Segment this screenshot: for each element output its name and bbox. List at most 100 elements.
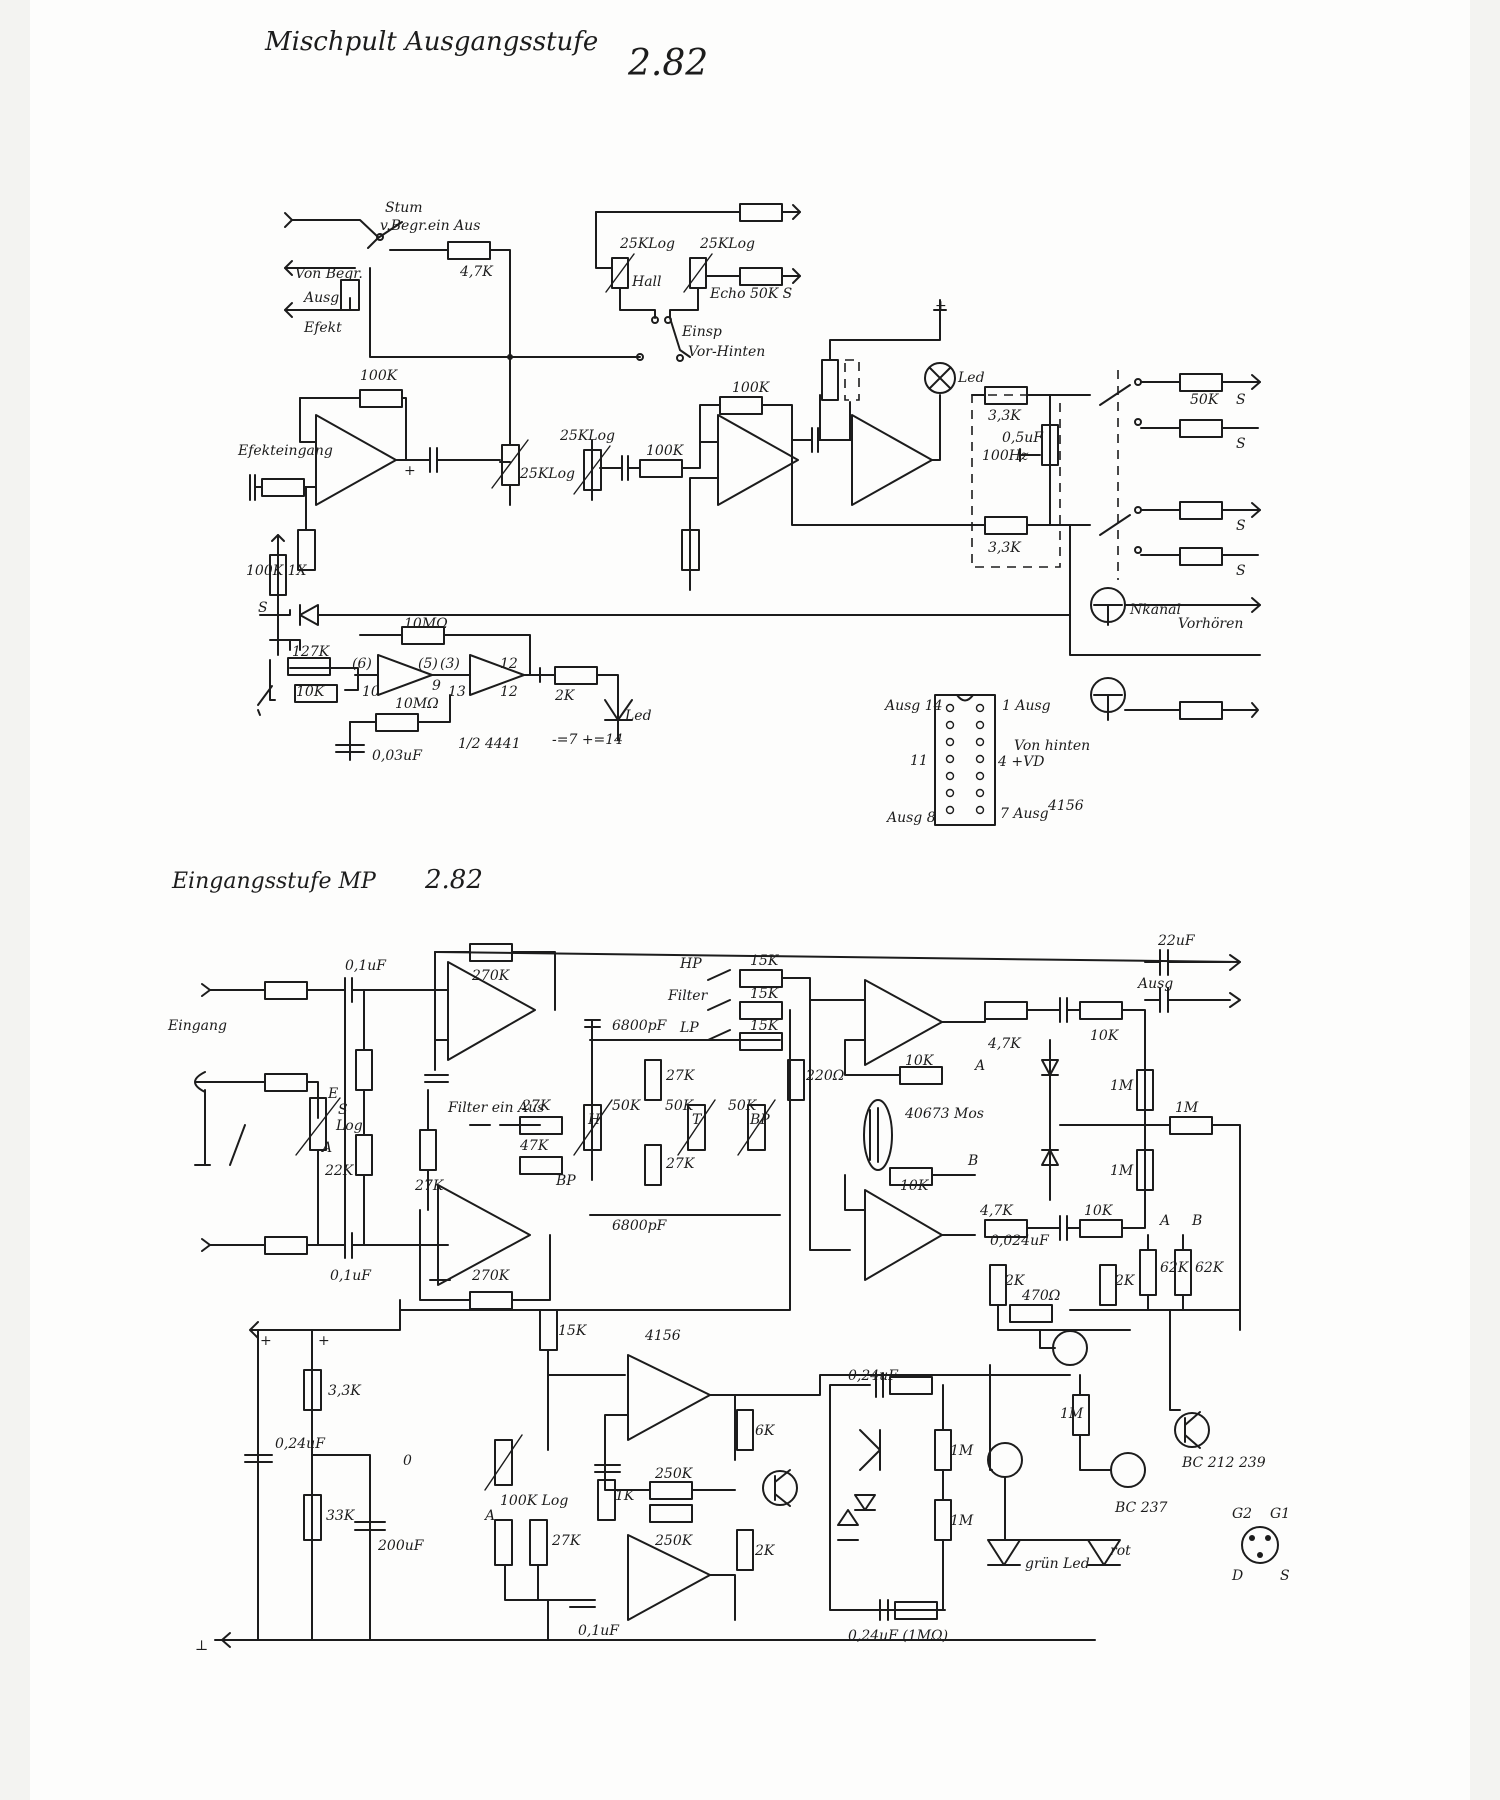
label-c200uf: 200uF bbox=[377, 1538, 425, 1554]
ic-pin-left-1 bbox=[945, 703, 955, 713]
label-pot25klog-a: 25KLog bbox=[619, 236, 675, 252]
label-d: D bbox=[1231, 1568, 1243, 1584]
label-r22k: 22K bbox=[324, 1163, 355, 1179]
top-date: 2.82 bbox=[627, 43, 708, 84]
label-c100hz: 100Hz bbox=[982, 448, 1029, 464]
label-r220: 220Ω bbox=[805, 1068, 845, 1084]
ic-pin-right-4 bbox=[975, 754, 985, 764]
label-nkanal: Nkanal bbox=[1129, 602, 1181, 618]
label-r100k-c: 100K bbox=[732, 380, 771, 396]
label-pin6: (6) bbox=[352, 656, 372, 672]
label-pin13: 13 bbox=[448, 684, 466, 700]
label-r33k: 3,3K bbox=[328, 1383, 362, 1399]
label-pin11: 11 bbox=[910, 753, 928, 769]
ic-pin-right-5 bbox=[975, 771, 985, 781]
label-r250k-b: 250K bbox=[654, 1533, 694, 1549]
label-ausg1: 1 Ausg bbox=[1002, 698, 1051, 714]
label-r270k-a: 270K bbox=[471, 968, 511, 984]
label-pot25klog-c: 25KLog bbox=[519, 466, 575, 482]
output-stage-schematic: Stum v.Begr.ein Aus 4,7K Von Begr. Ausg … bbox=[237, 200, 1261, 826]
label-r470: 470Ω bbox=[1021, 1288, 1061, 1304]
label-r1m-a: 1M bbox=[1110, 1078, 1134, 1094]
label-h: H bbox=[587, 1112, 601, 1128]
label-r47k: 4,7K bbox=[459, 264, 494, 280]
label-ground: ⊥ bbox=[195, 1638, 208, 1654]
label-ic4156-b: 4156 bbox=[644, 1328, 681, 1344]
label-c22uf: 22uF bbox=[1157, 933, 1196, 949]
label-c003uf: 0,03uF bbox=[372, 748, 423, 764]
paper-sheet bbox=[30, 0, 1470, 1800]
label-a2: A bbox=[973, 1058, 985, 1074]
label-c05uf: 0,5uF bbox=[1002, 430, 1044, 446]
bottom-title: Eingangsstufe MP bbox=[171, 869, 377, 894]
label-efekt: Efekt bbox=[303, 320, 342, 336]
ic-pin-left-4 bbox=[945, 754, 955, 764]
label-r270k-b: 270K bbox=[471, 1268, 511, 1284]
label-r33k2: 33K bbox=[326, 1508, 356, 1524]
ic-pin-left-5 bbox=[945, 771, 955, 781]
label-vonbegr: Von Begr. bbox=[295, 266, 363, 282]
label-c0024uf: 0,024uF bbox=[990, 1233, 1050, 1249]
label-plus-a: + bbox=[404, 463, 416, 479]
label-r10k-b: 10K bbox=[900, 1178, 930, 1194]
label-r127k: 127K bbox=[292, 644, 331, 660]
label-eingang: Eingang bbox=[167, 1018, 227, 1034]
ic-pin-left-6 bbox=[945, 788, 955, 798]
label-ic4156: 4156 bbox=[1047, 798, 1084, 814]
label-c01uf-c: 0,1uF bbox=[578, 1623, 620, 1639]
label-a: A bbox=[320, 1140, 332, 1156]
label-r10mohm-a: 10MΩ bbox=[404, 616, 448, 632]
input-stage-schematic: 22uF Ausg 0,1uF Eingang E S Log A 22K 0,… bbox=[167, 933, 1290, 1654]
label-rot: rot bbox=[1110, 1543, 1131, 1559]
label-r250k-a: 250K bbox=[654, 1466, 694, 1482]
label-c6800pf-a: 6800pF bbox=[612, 1018, 668, 1034]
label-s-b: S bbox=[1236, 436, 1246, 452]
label-r10k-a: 10K bbox=[905, 1053, 935, 1069]
ic-pin-right-3 bbox=[975, 737, 985, 747]
label-c024uf-c: 0,24uF (1MΩ) bbox=[848, 1628, 948, 1644]
label-a3: A bbox=[1158, 1213, 1170, 1229]
label-r1m-d: 1M bbox=[1060, 1406, 1084, 1422]
label-ausg8: Ausg 8 bbox=[885, 810, 936, 826]
label-r50k-b: 50K bbox=[1190, 392, 1220, 408]
label-s-d: S bbox=[1236, 563, 1246, 579]
label-r27k-b: 27K bbox=[521, 1098, 552, 1114]
label-pin5: (5) bbox=[418, 656, 438, 672]
label-hall: Hall bbox=[631, 274, 662, 290]
ic-pin-left-3 bbox=[945, 737, 955, 747]
ic-pin-right-6 bbox=[975, 788, 985, 798]
label-filterein: Filter ein Aus bbox=[447, 1100, 544, 1116]
label-c01uf-a: 0,1uF bbox=[345, 958, 387, 974]
label-r10k-c: 10K bbox=[1090, 1028, 1120, 1044]
label-s-c: S bbox=[1236, 518, 1246, 534]
label-r2k-b: 2K bbox=[1114, 1273, 1136, 1289]
label-gruenled: grün Led bbox=[1025, 1556, 1090, 1572]
label-pot25klog-d: 25KLog bbox=[559, 428, 615, 444]
label-s-e: S bbox=[258, 600, 268, 616]
label-r15k-c: 15K bbox=[750, 1018, 780, 1034]
label-a4: A bbox=[483, 1508, 495, 1524]
label-r62k-b: 62K bbox=[1195, 1260, 1225, 1276]
label-r62k-a: 62K bbox=[1160, 1260, 1190, 1276]
ic-pin-right-7 bbox=[975, 805, 985, 815]
label-plus-d: + bbox=[318, 1333, 330, 1349]
label-echo: Echo 50K S bbox=[709, 286, 792, 302]
label-pin10: 10 bbox=[362, 684, 380, 700]
label-s2: S bbox=[1280, 1568, 1290, 1584]
label-bc237: BC 237 bbox=[1114, 1500, 1168, 1516]
label-effekteingang: Efekteingang bbox=[237, 443, 333, 459]
label-b: B bbox=[967, 1153, 978, 1169]
label-pin3: (3) bbox=[440, 656, 460, 672]
label-r27k-a: 27K bbox=[414, 1178, 445, 1194]
label-g1: G1 bbox=[1270, 1506, 1290, 1522]
label-e: E bbox=[327, 1086, 338, 1102]
label-r2k: 2K bbox=[554, 688, 576, 704]
label-pin4: 4 +VD bbox=[997, 754, 1044, 770]
label-begrein: v.Begr.ein Aus bbox=[380, 218, 480, 234]
label-vorhinten: Vor-Hinten bbox=[688, 344, 765, 360]
label-r10k-d: 10K bbox=[1084, 1203, 1114, 1219]
label-c024uf-b: 0,24uF bbox=[848, 1368, 899, 1384]
label-s: S bbox=[338, 1102, 348, 1118]
label-filter: Filter bbox=[667, 988, 709, 1004]
